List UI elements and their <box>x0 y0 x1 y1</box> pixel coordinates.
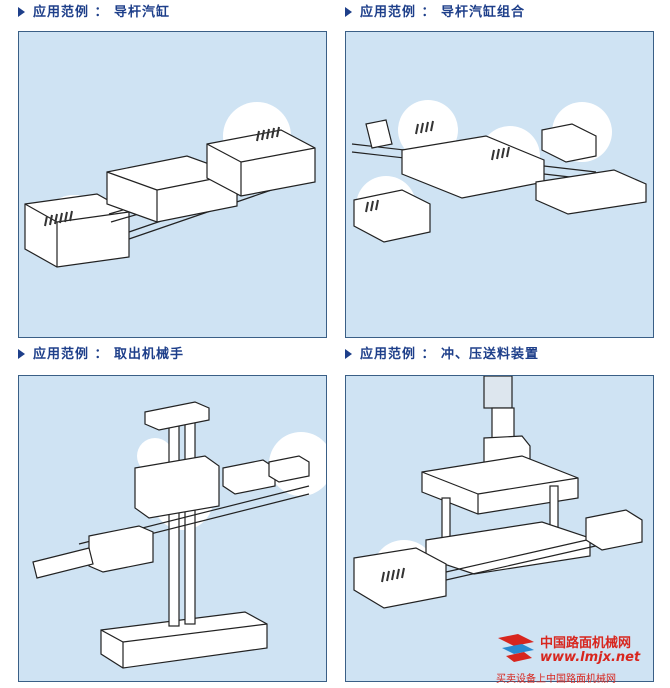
panel-1-illustration <box>18 31 327 338</box>
panel-4-title: 应用范例 ： 冲、压送料装置 <box>345 344 539 366</box>
pick-out-manipulator-drawing <box>32 401 326 669</box>
panel-1-title: 应用范例 ： 导杆汽缸 <box>18 2 170 24</box>
brand-logo-icon <box>498 634 534 662</box>
guide-cylinder-drawing <box>24 102 316 268</box>
panel-4-illustration <box>345 375 654 682</box>
watermark-url: www.lmjx.net <box>540 650 641 665</box>
triangle-bullet-icon <box>18 6 25 17</box>
watermark-brand: 中国路面机械网 <box>540 636 632 651</box>
panel-1-title-text: 应用范例 ： 导杆汽缸 <box>33 5 171 20</box>
triangle-bullet-icon <box>345 348 352 359</box>
triangle-bullet-icon <box>345 6 352 17</box>
panel-3-title: 应用范例 ： 取出机械手 <box>18 344 184 366</box>
panel-3-illustration <box>18 375 327 682</box>
panel-2-title-text: 应用范例 ： 导杆汽缸组合 <box>360 5 526 20</box>
press-feeding-device-drawing <box>353 376 643 609</box>
panel-2-illustration <box>345 31 654 338</box>
panel-3-title-text: 应用范例 ： 取出机械手 <box>33 347 185 362</box>
guide-cylinder-combination-drawing <box>351 100 647 243</box>
watermark: 中国路面机械网 www.lmjx.net 买卖设备上中国路面机械网 <box>496 628 666 686</box>
watermark-slogan: 买卖设备上中国路面机械网 <box>496 674 616 685</box>
panel-2-title: 应用范例 ： 导杆汽缸组合 <box>345 2 525 24</box>
panel-4-title-text: 应用范例 ： 冲、压送料装置 <box>360 347 540 362</box>
triangle-bullet-icon <box>18 348 25 359</box>
